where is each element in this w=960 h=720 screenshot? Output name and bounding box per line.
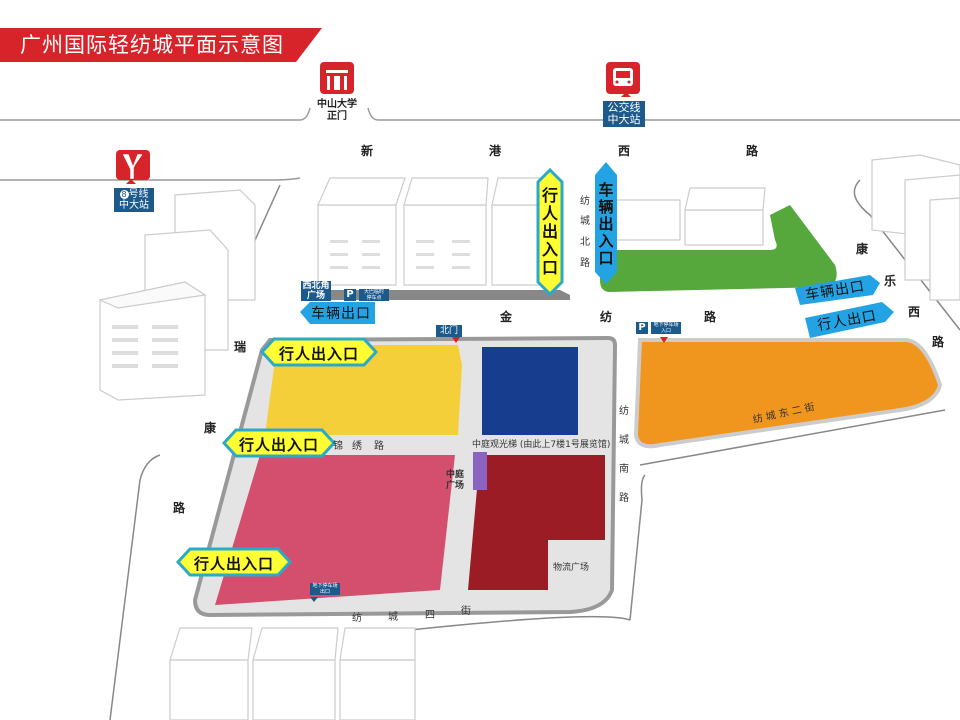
road-fangcheng-4th-4: 街	[461, 606, 471, 617]
road-fangcheng-4th-3: 四	[425, 610, 435, 621]
road-jinfang-2: 纺	[600, 310, 613, 324]
ped-west-2-shape	[221, 428, 337, 458]
parking-icon: P	[344, 289, 356, 301]
ped-west-1-shape	[259, 337, 379, 367]
road-xingang-4: 路	[746, 144, 759, 158]
building-group-northeast	[609, 187, 766, 246]
north-gate-sign: 北门	[436, 325, 462, 337]
road-fangcheng-south-1: 纺	[619, 406, 629, 417]
vehicle-entrance-north: 车 辆 出 入 口	[598, 180, 614, 267]
ped-west-3-shape	[175, 547, 293, 577]
ped-north-sign-shape	[536, 167, 564, 297]
road-jinxiu-2: 绣	[352, 441, 362, 452]
metro-line-number: 8	[119, 190, 129, 199]
road-fangcheng-4th-2: 城	[388, 612, 398, 623]
building-group-south	[169, 627, 416, 720]
road-kangle-4: 路	[932, 335, 945, 349]
ped-entrance-west-1: 行人出入口	[278, 344, 359, 363]
vehicle-entrance-north-arrow	[595, 162, 617, 284]
gate-icon	[320, 62, 354, 94]
road-kangle-edge	[853, 179, 960, 331]
road-ruikang-2: 康	[204, 421, 217, 435]
road-ruikang-3: 路	[173, 501, 186, 515]
road-fangcheng-south-2: 城	[619, 435, 629, 446]
metro-marker	[126, 179, 136, 184]
temp-bus-parking-sign: 大巴临时 停车点	[359, 289, 389, 301]
road-fangcheng-4th-1: 纺	[352, 613, 362, 624]
page-title: 广州国际轻纺城平面示意图	[20, 33, 284, 57]
road-fangcheng-4th-edge	[409, 615, 631, 631]
northwest-plaza-sign: 西北角 广场	[301, 281, 331, 301]
building-group-west	[98, 189, 256, 401]
road-xingang-south-edge	[0, 177, 301, 181]
north-gate-marker	[452, 337, 460, 343]
ug-exit-marker	[310, 597, 318, 602]
atrium-plaza-label: 中庭 广场	[446, 470, 465, 491]
road-jinxiu-3: 路	[374, 441, 384, 452]
bus-marker	[621, 92, 631, 97]
road-fangcheng-north-3: 北	[580, 237, 590, 248]
ped-exit-east-arrow	[805, 302, 894, 338]
vehicle-exit-west: 车辆出口	[311, 306, 371, 322]
atrium-elevator	[473, 452, 487, 490]
road-ruikang-edge-2	[109, 454, 161, 720]
road-xingang-3: 西	[618, 144, 631, 158]
zone-darkred	[468, 455, 605, 590]
bus-icon	[606, 62, 640, 94]
vehicle-exit-west-arrow	[300, 302, 375, 324]
building-group-north	[317, 177, 546, 286]
metro-icon	[116, 150, 150, 180]
vehicle-exit-east-arrow	[795, 275, 880, 305]
road-kangle-2: 乐	[884, 274, 897, 288]
road-kangle-3: 西	[908, 305, 921, 319]
road-kangle-1: 康	[856, 242, 869, 256]
road-fangcheng-north-1: 纺	[580, 196, 590, 207]
ug-entrance-marker	[660, 337, 668, 343]
ped-entrance-north: 行 人 出 入 口	[541, 186, 558, 277]
road-jinfang-1: 金	[500, 310, 513, 324]
ped-entrance-west-2: 行人出入口	[238, 435, 319, 454]
building-group-east	[871, 154, 960, 301]
road-jinxiu-1: 锦	[333, 441, 343, 452]
zone-navy	[482, 347, 578, 435]
road-fangcheng-south-edge	[629, 474, 646, 621]
zone-orange	[633, 338, 943, 449]
bus-station-label: 公交线 中大站	[603, 101, 645, 127]
road-xingang-1: 新	[361, 144, 374, 158]
ug-parking-entrance-sign: 地下停车场 入口	[651, 322, 681, 334]
logistics-plaza-label: 物流广场	[553, 563, 590, 573]
atrium-elevator-label: 中庭观光梯 (由此上7楼1号展览馆)	[472, 440, 611, 450]
zone-yellow	[265, 345, 462, 435]
zone-green	[600, 205, 837, 292]
road-jinfang-3: 路	[704, 310, 717, 324]
road-xingang-2: 港	[489, 144, 502, 158]
road-fangcheng-north-4: 路	[580, 258, 590, 269]
road-ruikang-1: 瑞	[234, 340, 247, 354]
road-fangcheng-north-2: 城	[580, 216, 590, 227]
road-fangcheng-south-3: 南	[619, 464, 629, 475]
university-gate-label: 中山大学 正门	[317, 99, 357, 122]
road-fangcheng-east2-edge	[639, 409, 946, 466]
ug-parking-icon: P	[636, 322, 648, 334]
ped-entrance-west-3: 行人出入口	[193, 554, 274, 573]
road-xingang-north-edge	[0, 107, 960, 121]
road-fangcheng-south-4: 路	[619, 493, 629, 504]
title-banner	[0, 28, 322, 62]
ug-parking-exit-sign: 地下停车场 出口	[310, 583, 340, 595]
